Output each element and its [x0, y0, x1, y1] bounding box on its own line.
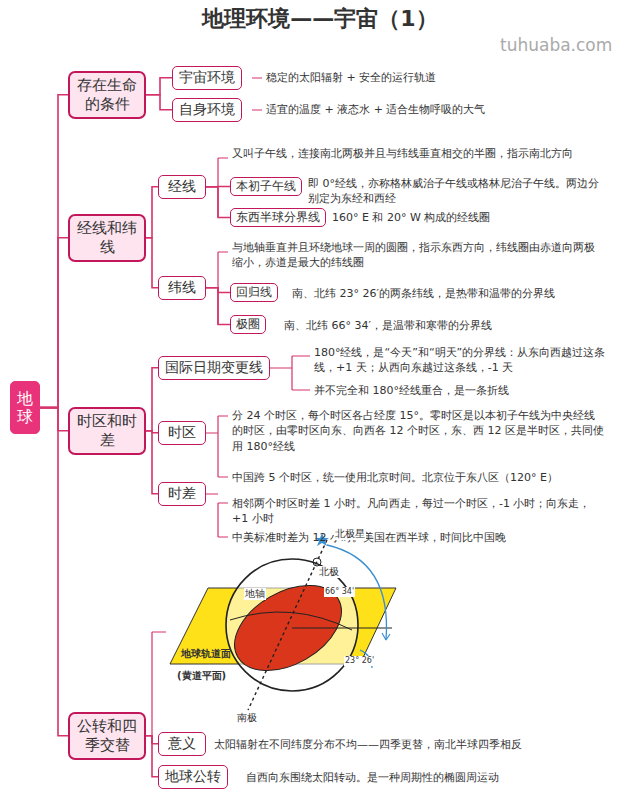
topic-box: 时差: [158, 482, 206, 506]
drawing-stroke: [252, 78, 262, 110]
note-text: 自西向东围绕太阳转动。是一种周期性的椭圆周运动: [246, 770, 632, 785]
topic-text: 时区: [168, 424, 196, 440]
note-text: 相邻两个时区时差 1 小时。凡向西走，每过一个时区，-1 小时；向东走，+1 小…: [232, 496, 604, 527]
topic-box: 自身环境: [172, 98, 242, 122]
drawing-stroke: [152, 632, 166, 744]
topic-box: 地球公转: [158, 765, 228, 789]
figure-label: 地球轨道面: [180, 648, 232, 660]
drawing-stroke: [230, 612, 352, 630]
note-text: 160° E 和 20° W 构成的经线圈: [332, 210, 602, 225]
topic-text: 公转和四季交替: [77, 717, 137, 754]
topic-box: 极圈: [230, 315, 266, 334]
watermark: tuhuaba.com: [500, 34, 634, 58]
topic-text: 极圈: [236, 317, 260, 331]
tree-branch: [146, 368, 158, 431]
tree-branch: [206, 288, 230, 325]
figure-label: 北极: [318, 566, 340, 578]
topic-box: 回归线: [230, 283, 278, 302]
topic-box: 东西半球分界线: [230, 208, 326, 227]
drawing-stroke: [292, 628, 392, 629]
topic-box: 宇宙环境: [172, 66, 242, 90]
figure-label: 北极星: [334, 528, 366, 540]
note-text: 分 24 个时区，每个时区各占经度 15°。零时区是以本初子午线为中央经线的时区…: [232, 408, 604, 454]
drawing-stroke: [313, 558, 321, 566]
topic-text: 时差: [168, 485, 196, 501]
topic-box: 本初子午线: [230, 177, 302, 196]
topic-text: 经线和纬线: [77, 219, 137, 256]
topic-box: 国际日期变更线: [158, 356, 270, 380]
note-text: 稳定的太阳辐射 + 安全的运行轨道: [266, 70, 596, 85]
figure-label: 南极: [236, 712, 258, 724]
note-text: 与地轴垂直并且环绕地球一周的圆圈，指示东西方向，纬线圈由赤道向两极缩小，赤道是最…: [232, 240, 604, 271]
topic-text: 时区和时差: [77, 412, 137, 449]
note-text: 中美标准时差为 12 小时。美国在西半球，时间比中国晚: [232, 530, 604, 545]
topic-box: 经线和纬线: [68, 214, 146, 262]
topic-text: 自身环境: [179, 101, 235, 117]
tree-branch: [40, 95, 68, 408]
tree-branch: [146, 238, 158, 288]
drawing-stroke: [206, 494, 228, 537]
root-box: 地球: [10, 381, 40, 434]
note-text: 又叫子午线，连接南北两极并且与纬线垂直相交的半圈，指示南北方向: [232, 146, 604, 161]
note-text: 即 0°经线，亦称格林威治子午线或格林尼治子午线。两边分别定为东经和西经: [308, 176, 608, 207]
tree-branch: [146, 431, 158, 494]
figure-label: 66° 34': [324, 587, 355, 597]
topic-box: 时区: [158, 421, 206, 445]
topic-box: 时区和时差: [68, 407, 146, 455]
topic-text: 地球: [17, 390, 33, 425]
tree-branch: [40, 408, 68, 431]
topic-text: 地球公转: [165, 768, 221, 784]
tree-branch: [146, 736, 158, 777]
topic-box: 存在生命的条件: [68, 71, 146, 119]
topic-text: 经线: [168, 178, 196, 194]
topic-box: 纬线: [158, 276, 206, 300]
drawing-stroke: [382, 633, 390, 640]
drawing-stroke: [218, 252, 228, 324]
topic-text: 回归线: [236, 285, 272, 299]
topic-text: 纬线: [168, 279, 196, 295]
drawing-stroke: [268, 356, 310, 390]
note-text: 南、北纬 23° 26′的两条纬线，是热带和温带的分界线: [292, 286, 608, 301]
figure-label: 地轴: [244, 588, 266, 600]
drawing-stroke: [248, 540, 327, 710]
topic-text: 存在生命的条件: [77, 76, 137, 113]
topic-text: 本初子午线: [236, 179, 296, 193]
note-text: 180°经线，是“今天”和“明天”的分界线：从东向西越过这条线，+1 天；从西向…: [314, 345, 606, 376]
title: 地理环境——宇宙（1）: [0, 4, 640, 34]
drawing-stroke: [206, 416, 228, 477]
topic-box: 意义: [158, 732, 206, 756]
tree-branch: [206, 187, 230, 218]
tree-branch: [146, 78, 172, 95]
tree-branch: [40, 238, 68, 408]
figure-label: 23° 26': [344, 656, 375, 666]
figure-label: (黄道平面): [176, 670, 227, 682]
topic-box: 经线: [158, 175, 206, 199]
topic-text: 宇宙环境: [179, 69, 235, 85]
topic-text: 意义: [168, 735, 196, 751]
tree-branch: [40, 408, 68, 736]
note-text: 适宜的温度 + 液态水 + 适合生物呼吸的大气: [266, 102, 606, 117]
topic-text: 东西半球分界线: [236, 210, 320, 224]
note-text: 中国跨 5 个时区，统一使用北京时间。北京位于东八区（120° E）: [232, 470, 604, 485]
note-text: 并不完全和 180°经线重合，是一条折线: [314, 383, 606, 398]
tree-branch: [146, 95, 172, 110]
tree-branch: [146, 187, 158, 238]
note-text: 南、北纬 66° 34′，是温带和寒带的分界线: [284, 318, 600, 333]
topic-text: 国际日期变更线: [165, 359, 263, 375]
note-text: 太阳辐射在不同纬度分布不均——四季更替，南北半球四季相反: [214, 737, 628, 752]
topic-box: 公转和四季交替: [68, 712, 146, 760]
